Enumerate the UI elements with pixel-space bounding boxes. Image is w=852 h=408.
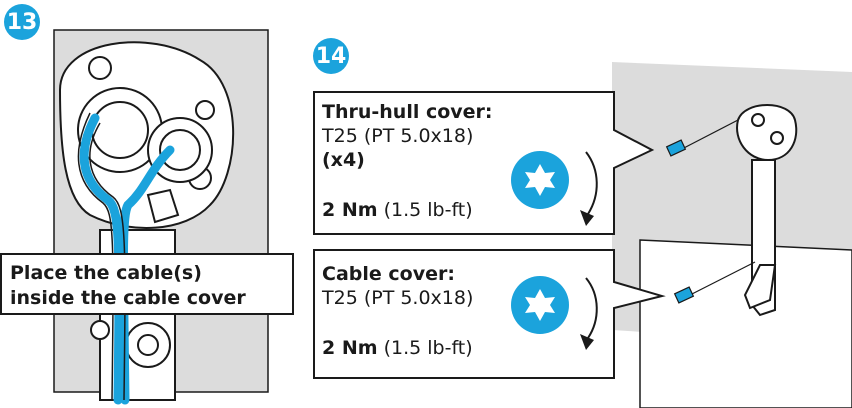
- torx-driver-icon: [511, 276, 598, 350]
- cable-cover-screw: T25 (PT 5.0x18): [322, 287, 474, 309]
- thruhull-quantity: (x4): [322, 149, 365, 171]
- cable-cover-title: Cable cover:: [322, 263, 455, 285]
- mount-bracket-drawing: [736, 104, 798, 317]
- thruhull-callout-box: [313, 91, 655, 235]
- thruhull-torque-value: 2 Nm: [322, 199, 378, 221]
- cable-instruction-line1: Place the cable(s): [10, 262, 202, 284]
- screw-drawing-upper: [665, 119, 739, 157]
- cable-instruction-line2: inside the cable cover: [10, 287, 246, 309]
- thruhull-callout-text: Thru-hull cover: T25 (PT 5.0x18) (x4) 2 …: [322, 100, 493, 222]
- thruhull-screw: T25 (PT 5.0x18): [322, 125, 474, 147]
- screw-drawing-lower: [673, 261, 756, 304]
- thruhull-mount-drawing: [58, 41, 235, 229]
- cable-callout-box: [313, 249, 666, 379]
- thruhull-torque-imperial: (1.5 lb-ft): [377, 199, 473, 221]
- cable-instruction-box: Place the cable(s) inside the cable cove…: [0, 253, 294, 315]
- step-14-badge: 14: [313, 38, 349, 74]
- torx-driver-icon: [511, 151, 598, 226]
- cable-cover-torque-imperial: (1.5 lb-ft): [377, 337, 473, 359]
- cable-cover-torque-value: 2 Nm: [322, 337, 378, 359]
- thruhull-title: Thru-hull cover:: [322, 101, 493, 123]
- cable-cover-callout-text: Cable cover: T25 (PT 5.0x18) 2 Nm (1.5 l…: [322, 262, 473, 360]
- step-13-badge: 13: [4, 4, 40, 40]
- step14-wall-panel: [639, 239, 852, 408]
